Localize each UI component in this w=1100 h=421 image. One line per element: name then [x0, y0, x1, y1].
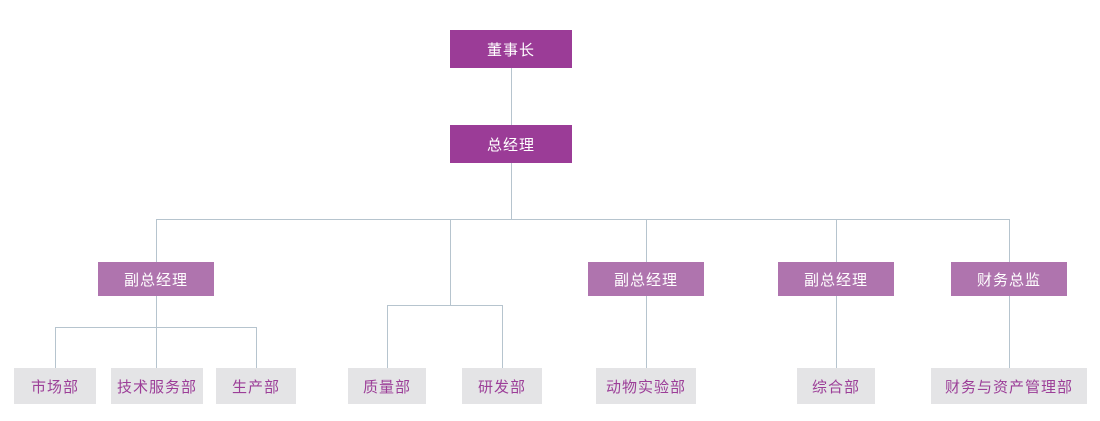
connector-marketing-drop: [55, 327, 56, 368]
connector-mid-rail: [387, 305, 503, 306]
connector-chairman-gm: [511, 68, 512, 125]
node-vp2: 副总经理: [588, 262, 704, 296]
node-chairman: 董事长: [450, 30, 572, 68]
node-dept-animal-lab: 动物实验部: [596, 368, 696, 404]
connector-vp1-down: [156, 296, 157, 327]
node-dept-marketing: 市场部: [14, 368, 96, 404]
node-dept-production: 生产部: [216, 368, 296, 404]
node-vp3: 副总经理: [778, 262, 894, 296]
node-general-manager: 总经理: [450, 125, 572, 163]
connector-main-rail: [156, 219, 1010, 220]
connector-financeasset-drop: [1009, 296, 1010, 368]
node-finance-director: 财务总监: [951, 262, 1067, 296]
connector-cfo-drop: [1009, 219, 1010, 262]
connector-gm-drop: [511, 163, 512, 219]
connector-production-drop: [256, 327, 257, 368]
connector-vp1-drop: [156, 219, 157, 262]
node-vp1: 副总经理: [98, 262, 214, 296]
connector-vp3-drop: [836, 219, 837, 262]
connector-techservice-drop: [156, 327, 157, 368]
node-dept-general: 综合部: [797, 368, 875, 404]
connector-vp2-drop: [646, 219, 647, 262]
connector-quality-drop: [387, 305, 388, 368]
connector-rnd-drop: [502, 305, 503, 368]
node-dept-quality: 质量部: [348, 368, 426, 404]
node-dept-rnd: 研发部: [462, 368, 542, 404]
node-dept-tech-service: 技术服务部: [111, 368, 203, 404]
connector-mid-branch-drop: [450, 219, 451, 305]
node-dept-finance-asset: 财务与资产管理部: [931, 368, 1087, 404]
connector-animallab-drop: [646, 296, 647, 368]
connector-general-drop: [836, 296, 837, 368]
